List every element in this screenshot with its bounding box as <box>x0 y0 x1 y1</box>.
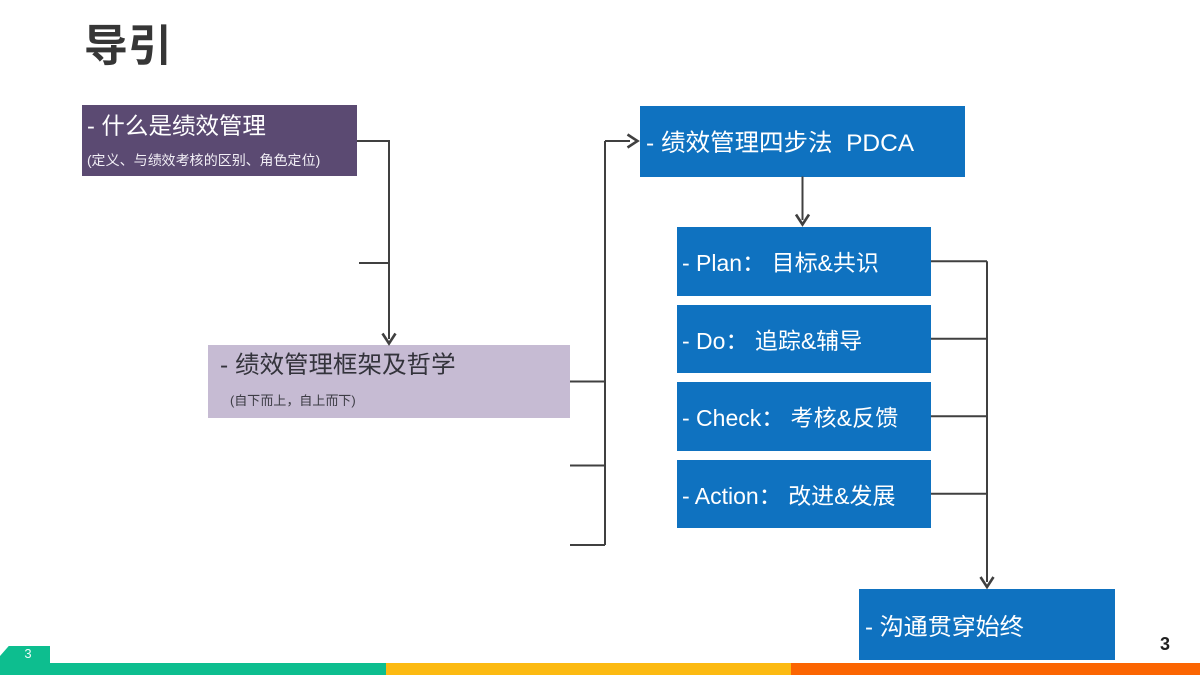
footer-tab-number: 3 <box>24 646 32 661</box>
pdca-box: - 绩效管理四步法 PDCA <box>640 106 965 177</box>
arrow-down-communication-icon <box>979 576 995 590</box>
intro-box-label: - 什么是绩效管理 <box>87 112 266 139</box>
slide-title: 导引 <box>84 10 172 74</box>
arrow-down-framework-icon <box>381 332 397 346</box>
intro-box-sublabel: (定义、与绩效考核的区别、角色定位) <box>87 151 321 168</box>
communication-box: - 沟通贯穿始终 <box>859 589 1115 660</box>
footer-page-tab: 3 <box>0 646 50 663</box>
step-box-check-label: - Check： 考核&反馈 <box>682 405 898 432</box>
intro-box: - 什么是绩效管理 (定义、与绩效考核的区别、角色定位) <box>82 105 357 176</box>
footer-bar-green <box>0 663 386 675</box>
step-box-check: - Check： 考核&反馈 <box>677 382 931 451</box>
framework-box-sublabel: (自下而上，自上而下) <box>230 392 356 408</box>
step-box-action-label: - Action： 改进&发展 <box>682 482 896 509</box>
arrow-down-plan-icon <box>794 213 811 227</box>
arrow-right-pdca-icon <box>626 133 640 149</box>
framework-box-label: - 绩效管理框架及哲学 <box>220 352 456 379</box>
connector-intro-to-framework <box>357 140 390 339</box>
step-box-do: - Do： 追踪&辅导 <box>677 304 931 373</box>
step-box-do-label: - Do： 追踪&辅导 <box>682 327 863 354</box>
page-number: 3 <box>1159 634 1170 654</box>
footer-bar-yellow <box>386 663 791 675</box>
pdca-box-label: - 绩效管理四步法 PDCA <box>646 129 915 157</box>
step-box-plan-label: - Plan： 目标&共识 <box>682 250 879 277</box>
step-box-action: - Action： 改进&发展 <box>677 459 931 528</box>
communication-box-label: - 沟通贯穿始终 <box>865 614 1024 641</box>
footer-bar-orange <box>791 663 1200 675</box>
step-box-plan: - Plan： 目标&共识 <box>677 227 931 296</box>
framework-box: - 绩效管理框架及哲学 (自下而上，自上而下) <box>208 345 570 418</box>
